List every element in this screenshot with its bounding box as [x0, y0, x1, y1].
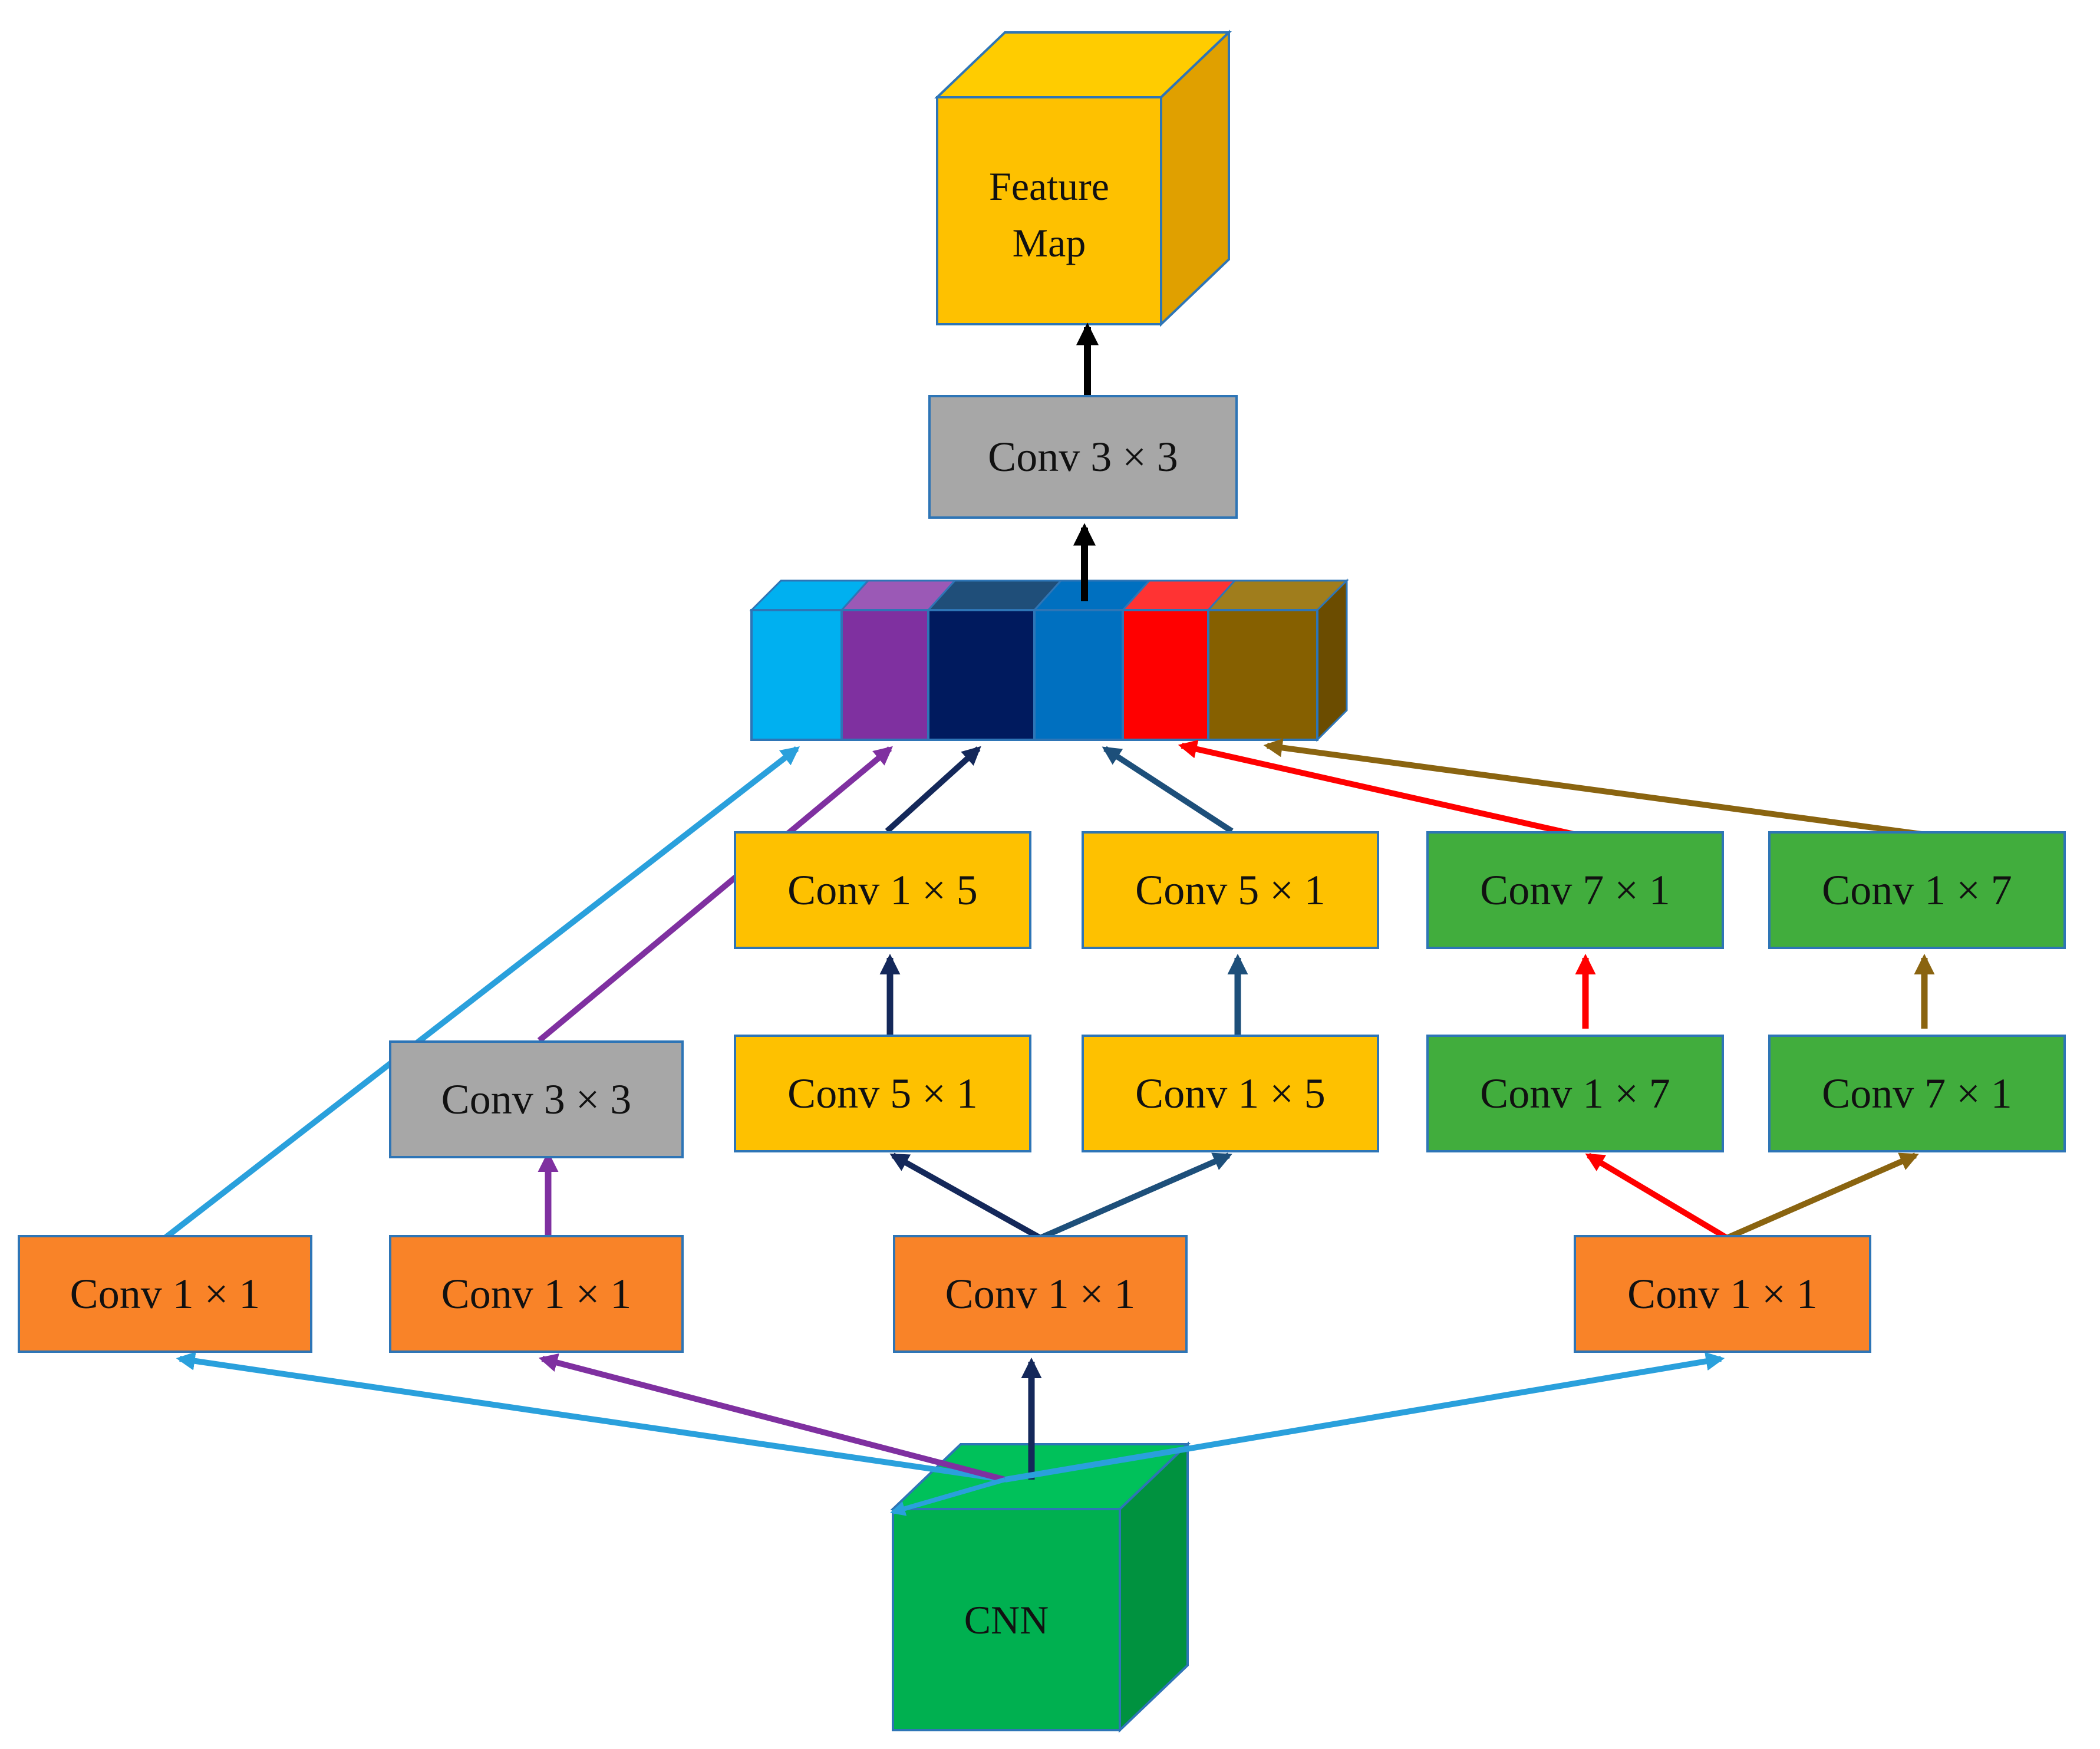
branch2-conv-1x1: Conv 1 × 1: [389, 1235, 684, 1353]
branch4-right-upper-conv: Conv 1 × 7: [1768, 831, 2066, 949]
cnn-label: CNN: [964, 1598, 1049, 1642]
concat-slice-navy: [927, 609, 1036, 741]
branch1-conv-1x1: Conv 1 × 1: [18, 1235, 312, 1353]
arrow-cnn-to-conv1x1-branch2: [538, 1353, 1006, 1483]
branch4-conv-1x1: Conv 1 × 1: [1574, 1235, 1871, 1353]
concat-slice-light-blue: [750, 609, 843, 741]
arrow-branch4-to-right-lower: [1725, 1152, 1919, 1241]
branch4-right-lower-conv: Conv 7 × 1: [1768, 1035, 2066, 1152]
branch3-right-upper-conv: Conv 5 × 1: [1082, 831, 1379, 949]
branch3-left-upper-conv: Conv 1 × 5: [734, 831, 1031, 949]
concat-block: [749, 578, 1349, 742]
arrow-cnn-to-conv1x1-branch1: [176, 1351, 1006, 1483]
arrow-cnn-to-conv1x1-branch4: [1004, 1352, 1725, 1483]
arrow-branch3-to-right-lower: [1039, 1152, 1232, 1241]
arrow-branch4-right-to-concat: [1263, 738, 1922, 837]
branch3-right-lower-conv: Conv 1 × 5: [1082, 1035, 1379, 1152]
branch3-left-lower-conv: Conv 5 × 1: [734, 1035, 1031, 1152]
top-conv-3x3: Conv 3 × 3: [928, 395, 1238, 519]
arrow-cnn-to-cnn-corner: [890, 1477, 1006, 1516]
feature-map-cube: [934, 29, 1232, 327]
concat-slice-blue: [1033, 609, 1124, 741]
arrow-branch3-right-to-concat: [1102, 746, 1234, 834]
concat-slice-purple: [840, 609, 929, 741]
arrow-branch1-to-concat: [163, 746, 800, 1240]
feature-map-line1: Feature: [989, 164, 1109, 209]
feature-map-label: Feature Map: [937, 158, 1161, 271]
branch4-left-upper-conv: Conv 7 × 1: [1426, 831, 1724, 949]
arrow-branch2-to-concat: [537, 746, 893, 1043]
arrow-branch4-left-to-concat: [1178, 740, 1575, 837]
feature-map-line2: Map: [1012, 220, 1086, 265]
concat-slice-brown: [1207, 609, 1318, 741]
cnn-cube: [890, 1441, 1191, 1733]
arrow-branch3-to-left-lower: [889, 1152, 1042, 1241]
concat-slice-red: [1122, 609, 1209, 741]
arrow-branch4-to-left-lower: [1585, 1152, 1729, 1241]
arrow-branch3-left-to-concat: [885, 746, 981, 834]
branch2-conv-3x3: Conv 3 × 3: [389, 1040, 684, 1158]
branch3-conv-1x1: Conv 1 × 1: [893, 1235, 1188, 1353]
branch4-left-lower-conv: Conv 1 × 7: [1426, 1035, 1724, 1152]
